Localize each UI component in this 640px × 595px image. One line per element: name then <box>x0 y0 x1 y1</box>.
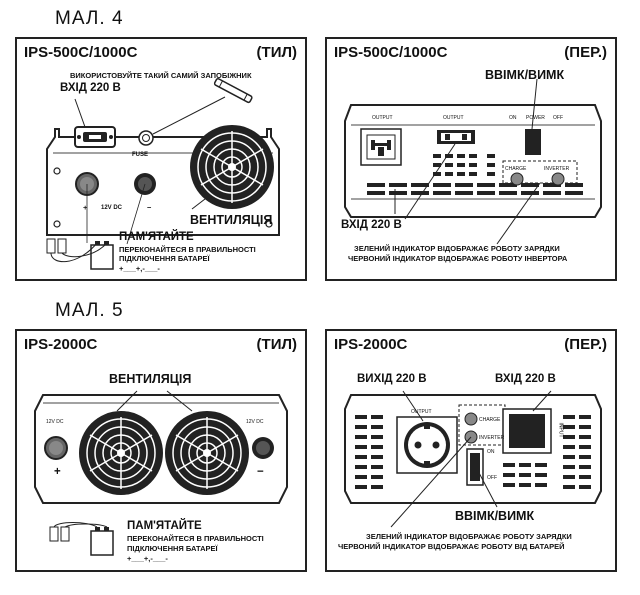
dc-right-label: 12V DC <box>246 419 264 425</box>
plus-label: + <box>83 203 88 212</box>
battery-icon <box>46 183 146 270</box>
check-line1: ПЕРЕКОНАЙТЕСЯ В ПРАВИЛЬНОСТІ <box>127 534 264 543</box>
input-callout: ВХІД 220 В <box>495 373 556 385</box>
power-switch-icon <box>525 129 541 155</box>
panel-2000c-back: IPS-2000C (ТИЛ) <box>15 329 307 572</box>
panel-side: (ПЕР.) <box>564 336 607 353</box>
panel-title: IPS-500C/1000C <box>334 44 448 61</box>
on-label: ON <box>509 115 517 121</box>
panel-title: IPS-2000C <box>24 336 98 353</box>
charge-label: CHARGE <box>479 417 501 423</box>
inverter-front-drawing <box>344 390 602 528</box>
fan-right-icon <box>165 411 249 495</box>
fig5-label: МАЛ. 5 <box>55 300 124 321</box>
check-line1: ПЕРЕКОНАЙТЕСЯ В ПРАВИЛЬНОСТІ <box>119 245 256 254</box>
off-label: OFF <box>553 115 563 121</box>
red-note: ЧЕРВОНИЙ ІНДИКАТОР ВІДОБРАЖАЄ РОБОТУ ВІД… <box>338 542 565 551</box>
panel-side: (ПЕР.) <box>564 44 607 61</box>
vent-label: ВЕНТИЛЯЦІЯ <box>109 372 192 386</box>
minus-label: − <box>257 466 264 478</box>
minus-label: − <box>147 203 152 212</box>
onoff-label: ВВІМК/ВИМК <box>455 509 535 523</box>
input-label: ВХІД 220 В <box>341 219 402 231</box>
check-line2: ПІДКЛЮЧЕННЯ БАТАРЕЇ <box>119 254 210 263</box>
panel-side: (ТИЛ) <box>256 336 297 353</box>
charge-led-icon <box>510 172 524 186</box>
red-note: ЧЕРВОНИЙ ІНДИКАТОР ВІДОБРАЖАЄ РОБОТУ ІНВ… <box>348 254 568 263</box>
dc-label: 12V DC <box>101 205 123 211</box>
panel-title: IPS-500C/1000C <box>24 44 138 61</box>
power-label: POWER <box>526 115 545 121</box>
fuse-icon <box>138 130 154 146</box>
fuse-label: FUSE <box>132 152 149 158</box>
charge-label: CHARGE <box>505 166 527 172</box>
inverter-label: INVERTER <box>544 166 570 172</box>
screw-icon <box>265 220 273 228</box>
polarity-label: +___+,-___- <box>127 554 168 563</box>
polarity-label: +___+,-___- <box>119 264 160 273</box>
output2-label: OUTPUT <box>443 115 464 121</box>
fuse-note: ВИКОРИСТОВУЙТЕ ТАКИЙ САМИЙ ЗАПОБІЖНИК <box>70 71 252 80</box>
inverter-front-drawing <box>344 78 602 245</box>
remember-label: ПАМ'ЯТАЙТЕ <box>127 520 202 532</box>
output-callout: ВИХІД 220 В <box>357 373 427 385</box>
panel-2000c-front: IPS-2000C (ПЕР.) <box>325 329 617 572</box>
output-label: OUTPUT <box>411 409 432 415</box>
inverter-led-icon <box>551 172 565 186</box>
output1-label: OUTPUT <box>372 115 393 121</box>
inverter-label: INVERTER <box>479 435 505 441</box>
green-note: ЗЕЛЕНИЙ ІНДИКАТОР ВІДОБРАЖАЄ РОБОТУ ЗАРЯ… <box>354 244 560 253</box>
inverter-back-drawing <box>46 78 280 270</box>
dc-left-label: 12V DC <box>46 419 64 425</box>
inverter-back-drawing <box>34 390 288 556</box>
plus-label: + <box>54 466 61 478</box>
off-label: OFF <box>487 475 497 481</box>
vent-label: ВЕНТИЛЯЦІЯ <box>190 213 273 227</box>
on-label: ON <box>487 449 495 455</box>
green-note: ЗЕЛЕНИЙ ІНДИКАТОР ВІДОБРАЖАЄ РОБОТУ ЗАРЯ… <box>366 532 572 541</box>
panel-title: IPS-2000C <box>334 336 408 353</box>
panel-500c-back: IPS-500C/1000C (ТИЛ) <box>15 37 307 281</box>
screw-icon <box>53 220 61 228</box>
input-label: INPUT <box>557 422 564 438</box>
battery-icon <box>49 522 114 556</box>
panel-side: (ТИЛ) <box>256 44 297 61</box>
check-line2: ПІДКЛЮЧЕННЯ БАТАРЕЇ <box>127 544 218 553</box>
fan-left-icon <box>79 411 163 495</box>
panel-500c-front: IPS-500C/1000C (ПЕР.) <box>325 37 617 281</box>
spare-fuse-icon <box>213 78 253 104</box>
input-label: ВХІД 220 В <box>60 82 121 94</box>
onoff-label: ВВІМК/ВИМК <box>485 68 565 82</box>
fig4-label: МАЛ. 4 <box>55 8 124 29</box>
screw-icon <box>53 167 61 175</box>
charge-led-icon <box>464 412 478 426</box>
remember-label: ПАМ'ЯТАЙТЕ <box>119 231 194 243</box>
